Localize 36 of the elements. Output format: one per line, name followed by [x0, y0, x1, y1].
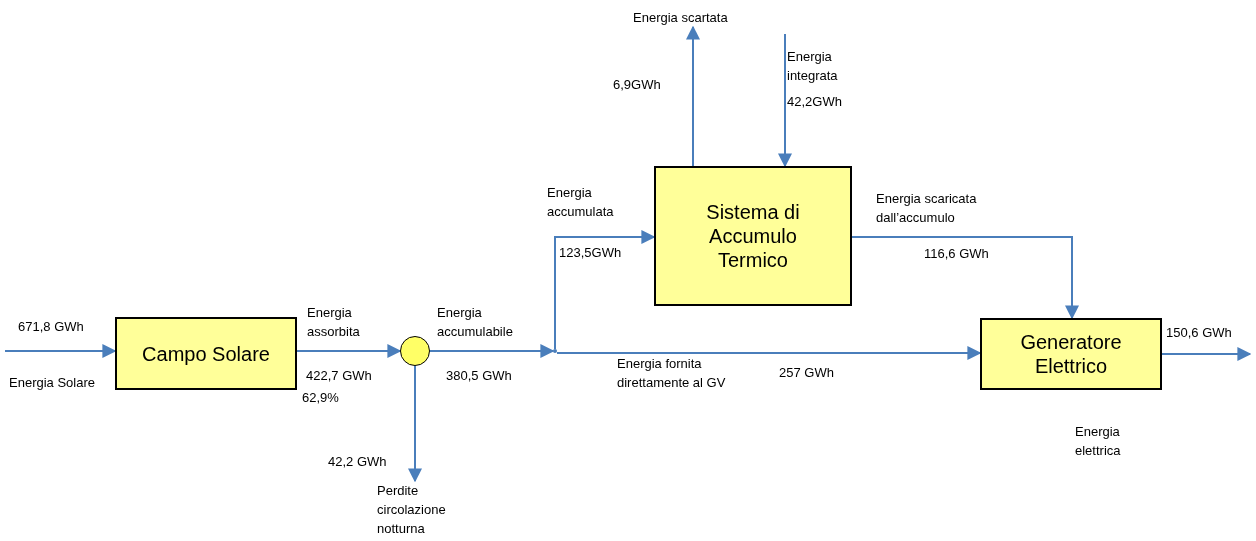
arrow: [778, 33, 792, 168]
flow-label: Energia elettrica: [1075, 423, 1122, 460]
flow-label: Energia accumulabile: [437, 304, 514, 341]
flow-label: Energia assorbita: [307, 304, 361, 341]
process-box: Sistema di Accumulo Termico: [654, 166, 852, 306]
flow-label: 42,2 GWh: [328, 453, 387, 471]
flow-label: Energia scaricata dall’accumulo: [876, 190, 978, 227]
arrow: [429, 344, 555, 358]
arrow: [296, 344, 402, 358]
flow-label: 257 GWh: [779, 364, 834, 382]
flow-label: Energia Solare: [9, 374, 95, 392]
flow-label: 116,6 GWh: [924, 245, 989, 263]
junction-point: [553, 349, 557, 353]
flow-label: 380,5 GWh: [446, 367, 512, 385]
flow-label: Energia fornita direttamente al GV: [617, 355, 727, 392]
flow-label: 6,9GWh: [613, 76, 661, 94]
flow-label: Energia integrata: [787, 48, 839, 85]
arrow: [556, 346, 982, 360]
flow-label: 62,9%: [302, 389, 339, 407]
flow-label: 42,2GWh: [787, 93, 842, 111]
junction-circle: [400, 336, 430, 366]
arrow: [851, 236, 1079, 320]
flow-label: 123,5GWh: [559, 244, 622, 262]
flow-label: 150,6 GWh: [1166, 324, 1232, 342]
flow-label: Energia accumulata: [547, 184, 615, 221]
process-box: Campo Solare: [115, 317, 297, 390]
process-box: Generatore Elettrico: [980, 318, 1162, 390]
arrow: [554, 230, 656, 350]
arrow: [4, 344, 117, 358]
flow-label: Perdite circolazione notturna: [377, 481, 462, 538]
arrow: [686, 25, 700, 167]
flow-label: 422,7 GWh: [306, 367, 372, 385]
arrow: [1161, 347, 1252, 361]
flow-label: Energia scartata: [633, 8, 743, 27]
flow-label: 671,8 GWh: [18, 318, 84, 336]
arrow: [408, 365, 422, 483]
